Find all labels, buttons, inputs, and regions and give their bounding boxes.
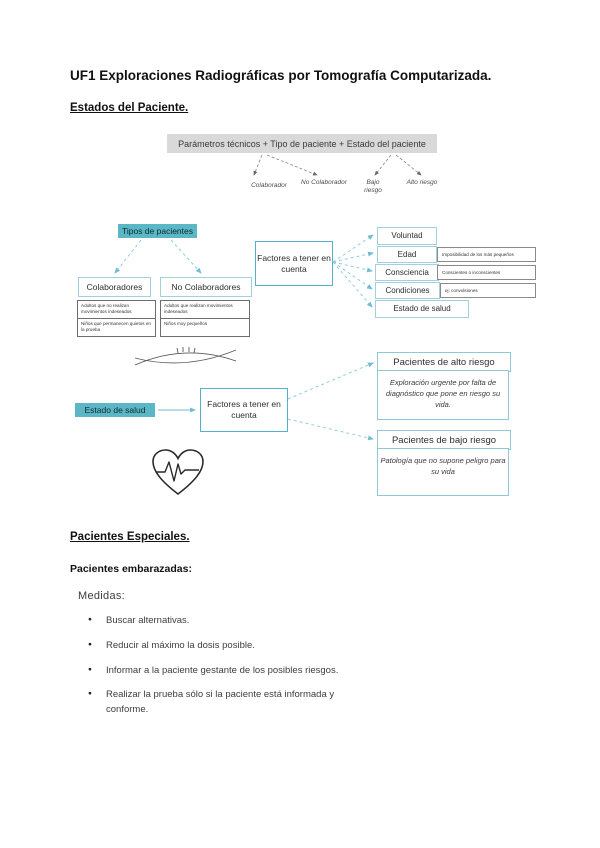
heart-ekg-icon xyxy=(152,449,204,496)
factor-edad-note: Imposibilidad de los más pequeños xyxy=(437,247,536,262)
branch-label-bajo-riesgo: Bajo riesgo xyxy=(364,179,382,195)
factor-condiciones: Condiciones xyxy=(375,282,440,299)
colaboradores-box: Colaboradores xyxy=(78,277,151,297)
list-item: Realizar la prueba sólo si la paciente e… xyxy=(88,688,378,717)
branch-label-alto-riesgo: Alto riesgo xyxy=(406,179,438,186)
colaboradores-notes: Adultos que no realizan movimientos inde… xyxy=(77,300,156,337)
estado-de-salud-label: Estado de salud xyxy=(75,403,155,417)
note-text: Adultos que realizan movimientos indesea… xyxy=(164,303,233,314)
list-item: Informar a la paciente gestante de los p… xyxy=(88,664,378,678)
medidas-list: Buscar alternativas. Reducir al máximo l… xyxy=(88,614,378,727)
factor-condiciones-note: ej: convulsiones xyxy=(440,283,536,298)
factor-consciencia-note: Conscientes o inconscientes xyxy=(437,265,536,280)
alto-riesgo-desc-box: Exploración urgente por falta de diagnós… xyxy=(377,370,509,420)
bajo-riesgo-desc-box: Patología que no supone peligro para su … xyxy=(377,448,509,496)
factor-edad: Edad xyxy=(377,246,437,263)
closed-eyes-sketch-icon xyxy=(134,347,237,366)
factores-box-2: Factores a tener en cuenta xyxy=(200,388,288,432)
factor-estado-de-salud: Estado de salud xyxy=(375,300,469,318)
note-text: Niños muy pequeños xyxy=(161,318,249,336)
page-title: UF1 Exploraciones Radiográficas por Tomo… xyxy=(70,68,492,83)
no-colaboradores-notes: Adultos que realizan movimientos indesea… xyxy=(160,300,250,337)
factores-box-1: Factores a tener en cuenta xyxy=(255,241,333,286)
bajo-riesgo-title-box: Pacientes de bajo riesgo xyxy=(377,430,511,450)
factor-consciencia: Consciencia xyxy=(375,264,439,281)
branch-label-no-colaborador: No Colaborador xyxy=(301,179,347,186)
factor-voluntad: Voluntad xyxy=(377,227,437,245)
note-text: Niños que permanecen quietos en la prueb… xyxy=(78,318,155,336)
alto-riesgo-title-box: Pacientes de alto riesgo xyxy=(377,352,511,372)
medidas-label: Medidas: xyxy=(78,590,126,602)
list-item: Buscar alternativas. xyxy=(88,614,378,628)
list-item: Reducir al máximo la dosis posible. xyxy=(88,639,378,653)
subheading-embarazadas: Pacientes embarazadas: xyxy=(70,563,192,575)
tipos-de-pacientes-label: Tipos de pacientes xyxy=(118,224,197,238)
no-colaboradores-box: No Colaboradores xyxy=(160,277,252,297)
branch-label-colaborador: Colaborador xyxy=(251,182,287,189)
note-text: Adultos que no realizan movimientos inde… xyxy=(81,303,132,314)
formula-box: Parámetros técnicos + Tipo de paciente +… xyxy=(167,134,437,153)
section-heading-estados: Estados del Paciente. xyxy=(70,102,189,114)
section-heading-especiales: Pacientes Especiales. xyxy=(70,531,190,543)
